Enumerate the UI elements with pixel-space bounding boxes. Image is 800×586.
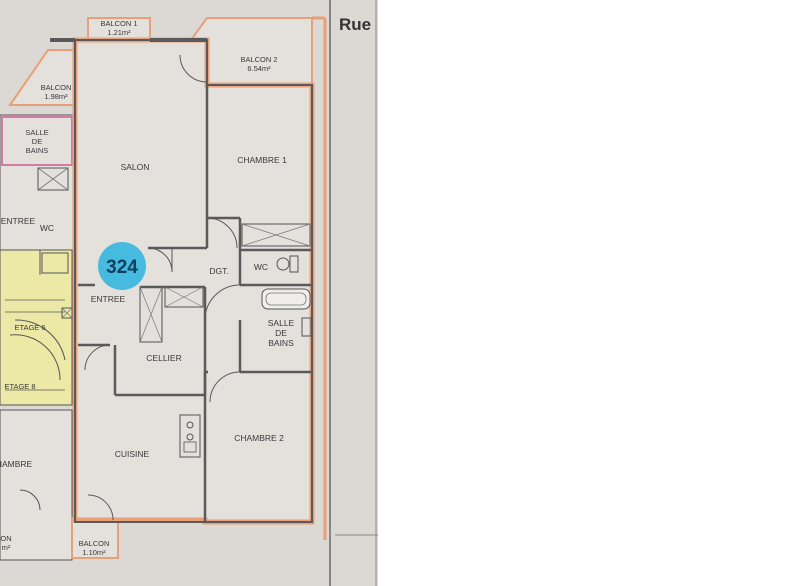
cuisine-label: CUISINE [115, 449, 150, 459]
apartment-number: 324 [106, 257, 138, 278]
degagement-label: DGT. [209, 266, 228, 276]
door-swings [84, 54, 241, 521]
floor-plan-sheet: BALCON 1 1.21m² BALCON 2 6.54m² BALCON 1… [0, 0, 378, 586]
balcony-bottom-area: 1.10m² [82, 548, 106, 557]
chambre-2-label: CHAMBRE 2 [234, 433, 284, 443]
etage-6-label: ETAGE 6 [14, 323, 45, 332]
room-labels: BALCON 1 1.21m² BALCON 2 6.54m² BALCON 1… [0, 19, 295, 557]
street-label: Rue [339, 15, 371, 34]
bathroom-left-line1: SALLE [25, 128, 48, 137]
bathroom-line2: DE [275, 328, 287, 338]
blank-area [378, 0, 800, 586]
balcony-bottom-name: BALCON [79, 539, 110, 548]
chambre-left-label: HAMBRE [0, 459, 33, 469]
etage-8-label: ETAGE 8 [4, 382, 35, 391]
balcony-bottom-left-name: ON [0, 534, 11, 543]
balcony-bottom-shape [71, 517, 119, 559]
balcony-2-name: BALCON 2 [240, 55, 277, 64]
apartment-number-badge: 324 [98, 242, 146, 290]
balcony-left-area: 1.98m² [44, 92, 68, 101]
balcony-2-area: 6.54m² [247, 64, 271, 73]
bathtub [261, 288, 311, 310]
balcony-1-name: BALCON 1 [100, 19, 137, 28]
kitchen-counter [179, 414, 201, 458]
bathroom-left-outline [1, 116, 73, 166]
interior-walls [78, 85, 312, 522]
salon-label: SALON [121, 162, 150, 172]
washbasin [301, 317, 312, 337]
entree-left-label: ENTREE [1, 216, 36, 226]
wc-label: WC [254, 262, 268, 272]
toilet [276, 257, 290, 271]
bathroom-left-line2: DE [32, 137, 42, 146]
floor-plan-drawing: BALCON 1 1.21m² BALCON 2 6.54m² BALCON 1… [0, 0, 378, 586]
wardrobe-chambre-1 [241, 223, 311, 247]
cellier-label: CELLIER [146, 353, 181, 363]
entree-label: ENTREE [91, 294, 126, 304]
fixtures [41, 223, 312, 458]
bathroom-left-line3: BAINS [26, 146, 49, 155]
balcony-left-name: BALCON [41, 83, 72, 92]
stair-curve [14, 319, 66, 361]
bathroom-line3: BAINS [268, 338, 294, 348]
balcony-1-area: 1.21m² [107, 28, 131, 37]
closet-tall [139, 286, 163, 343]
neighbor-unit-left [0, 49, 76, 561]
closet-entree [164, 286, 204, 308]
balcony-bottom-left-area: m² [2, 543, 11, 552]
bathroom-line1: SALLE [268, 318, 295, 328]
wc-left-label: WC [40, 223, 54, 233]
chambre-1-label: CHAMBRE 1 [237, 155, 287, 165]
